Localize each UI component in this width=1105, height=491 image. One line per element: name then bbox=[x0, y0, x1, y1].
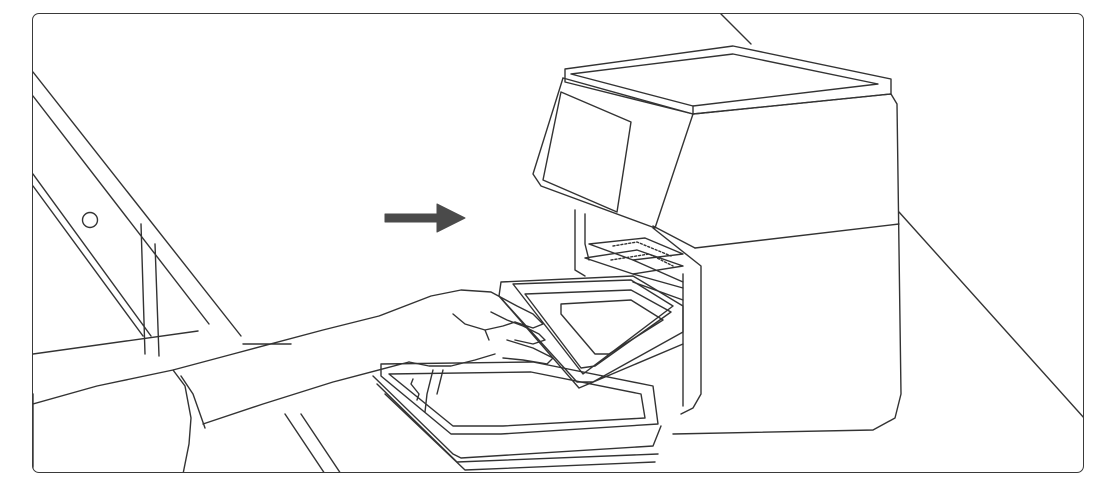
spare-basket bbox=[372, 361, 662, 471]
air-fryer-illustration bbox=[33, 14, 1083, 472]
hand-arm bbox=[33, 289, 554, 472]
arrow-right-icon bbox=[384, 203, 466, 233]
counter-lines bbox=[720, 14, 1083, 418]
display-screen bbox=[542, 91, 632, 213]
cabinet bbox=[33, 71, 341, 472]
air-fryer bbox=[532, 45, 902, 435]
drip-tray bbox=[498, 275, 684, 389]
drawer-knob bbox=[81, 211, 99, 229]
illustration-frame bbox=[32, 13, 1084, 473]
